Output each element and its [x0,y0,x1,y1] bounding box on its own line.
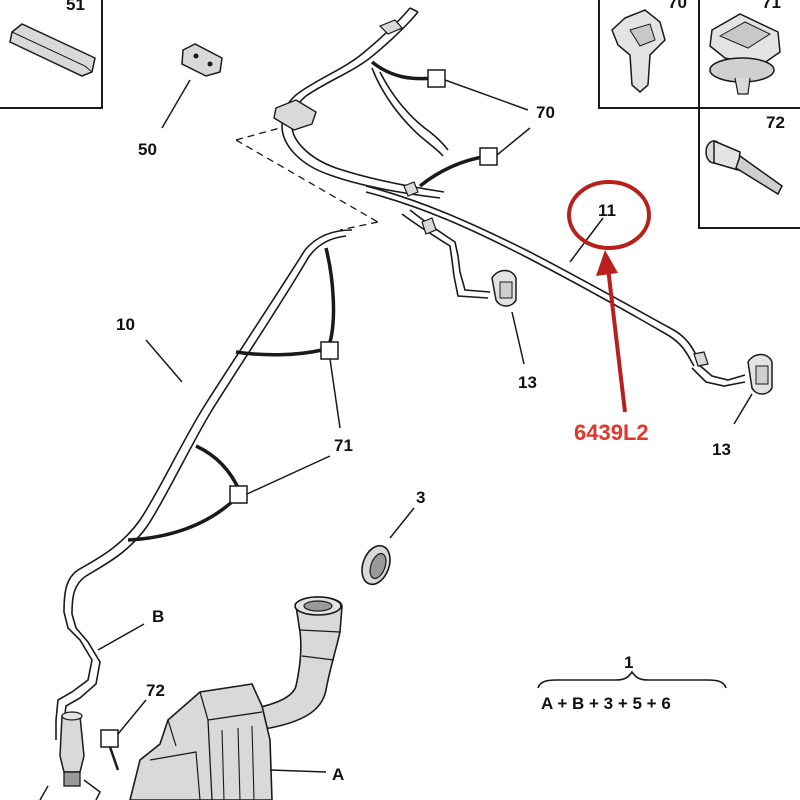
formula-brace [537,670,727,689]
clip-marker-71-a [320,341,339,360]
highlight-part-number: 6439L2 [574,420,649,445]
highlight-annotation: 6439L2 [567,180,651,445]
callout-11: 11 [598,201,616,220]
inset-box-71: 71 [698,0,800,109]
highlight-arrow-shaft [606,267,627,413]
clip-marker-70-a [427,69,446,88]
callout-72-box: 72 [766,113,785,132]
inset-box-72: 72 [698,107,800,229]
callout-3: 3 [416,488,425,507]
callout-a: A [332,765,344,784]
callout-11-group: 11 [569,201,616,263]
formula-text: A + B + 3 + 5 + 6 [541,694,671,713]
callout-70-group: 70 [370,60,555,188]
callout-70: 70 [536,103,555,122]
clip-marker-71-b [229,485,248,504]
callout-71-box: 71 [762,0,781,12]
callout-72: 72 [146,681,165,700]
washer-pump [39,711,101,800]
callout-b-group: B [97,607,164,651]
inset-box-70: 70 [598,0,700,109]
reference-dashed-lines [235,109,379,231]
callout-1: 1 [624,653,633,672]
callout-71: 71 [334,436,353,455]
clip-marker-70-b [479,147,498,166]
washer-reservoir-a: A [129,596,344,800]
assembly-formula: 1 A + B + 3 + 5 + 6 [537,653,727,713]
callout-71-group: 71 [127,247,353,542]
callout-50: 50 [138,140,157,159]
callout-10: 10 [116,315,135,334]
callout-51: 51 [66,0,85,14]
part-50-bracket: 50 [138,43,223,159]
callout-72-group: 72 [100,681,165,771]
part-3-seal: 3 [361,488,425,586]
callout-70-box: 70 [668,0,687,12]
callout-10-group: 10 [116,315,183,383]
nozzle-13-right: 13 [712,353,773,459]
highlight-circle [567,180,651,250]
clip-marker-72 [100,729,119,748]
inset-box-51: 51 [0,0,103,109]
hose-mount-bracket [273,19,709,367]
callout-13-right: 13 [712,440,731,459]
callout-b: B [152,607,164,626]
callout-13-left: 13 [518,373,537,392]
nozzle-13-left: 13 [491,269,537,392]
highlight-arrow-head [596,250,618,276]
